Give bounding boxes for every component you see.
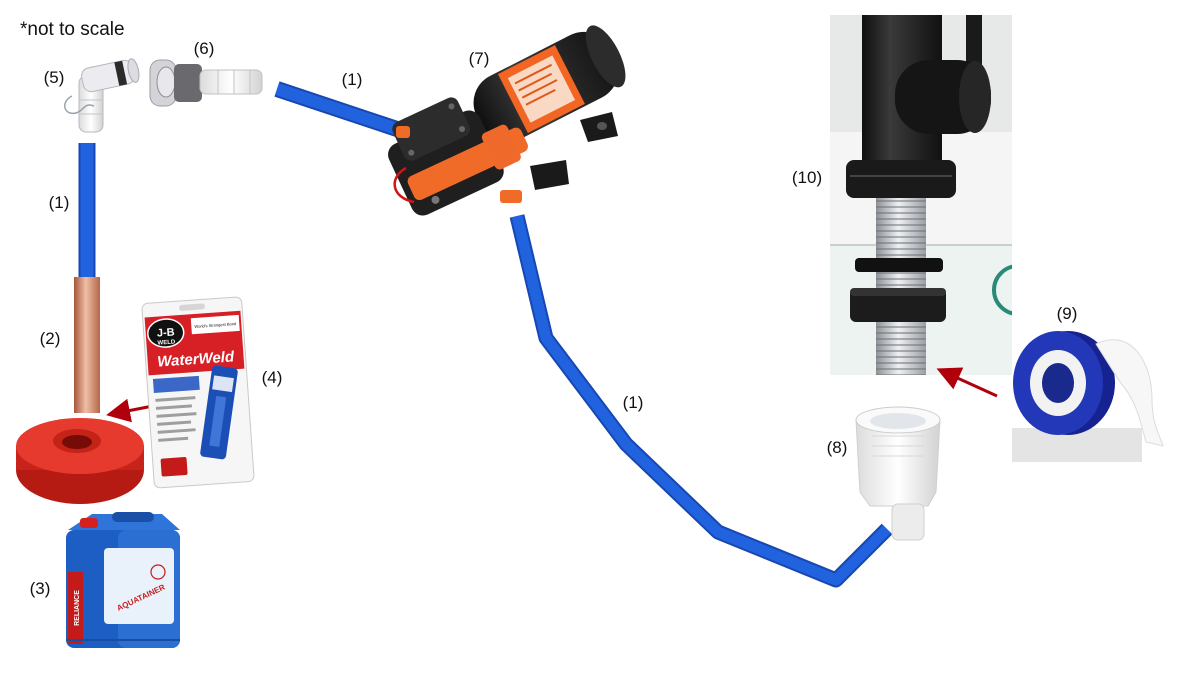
jb-weld-logo [147, 318, 185, 348]
fitting-hex [174, 64, 202, 102]
tape-hole [1042, 363, 1074, 403]
red-tank-cap [16, 418, 144, 504]
package-text-line [158, 436, 189, 442]
pump-foot-lower [530, 160, 569, 190]
jb-logo-text: J-B [156, 326, 175, 339]
elbow-black-band [114, 60, 128, 86]
jb-weld-text: WELD [157, 339, 176, 346]
label-copper-pipe: (2) [40, 329, 61, 348]
package-text-line [156, 412, 197, 418]
reliance-banner [68, 572, 83, 644]
faucet-rod-threads [876, 198, 926, 375]
water-container: AQUATAINER RELIANCE [66, 512, 180, 648]
faucet-photo [830, 15, 1012, 375]
cap-hole [62, 435, 92, 449]
waterweld-package: J-B WELD World's Strongest Bond WaterWel… [141, 296, 255, 489]
adapter-nozzle [891, 503, 925, 541]
label-water-weld: (4) [262, 368, 283, 387]
package-text-line [156, 420, 192, 426]
elbow-horizontal-part [81, 58, 140, 93]
container-label-seal [150, 564, 166, 580]
container-handle [112, 512, 154, 522]
pump-wire [393, 166, 415, 204]
tube-top [275, 83, 405, 137]
label-tape: (9) [1057, 304, 1078, 323]
slogan-text: World's Strongest Bond [194, 321, 236, 329]
pump-head [388, 97, 528, 216]
elbow-end-ring [127, 58, 140, 83]
package-text-line [155, 396, 196, 402]
not-to-scale-note: *not to scale [20, 19, 125, 40]
pump-foot-hole [597, 122, 607, 130]
package-badge [160, 457, 188, 477]
faucet-handle-cap [959, 61, 991, 133]
elbow-wire-hook [64, 95, 95, 115]
teflon-tape-photo [1012, 328, 1165, 462]
pump-inlet-port [396, 126, 410, 138]
waterweld-stick [200, 365, 238, 460]
label-pump: (7) [469, 49, 490, 68]
label-fitting: (6) [194, 39, 215, 58]
fitting-barb [199, 69, 263, 95]
adapter-opening [870, 413, 926, 429]
label-elbow: (5) [44, 68, 65, 87]
package-hanger [179, 303, 205, 311]
package-text-line [155, 404, 192, 410]
label-faucet: (10) [792, 168, 822, 187]
container-cap [80, 518, 98, 528]
package-text-line [157, 428, 196, 434]
label-tube-long: (1) [623, 393, 644, 412]
waterweld-text: WaterWeld [157, 348, 236, 370]
faucet-washer [850, 288, 946, 322]
arrow-tape-to-faucet [936, 367, 998, 398]
slogan-box [190, 314, 240, 335]
gear-icon [992, 264, 1012, 316]
pump-motor [473, 25, 626, 142]
faucet-nut [855, 258, 943, 272]
label-container: (3) [30, 579, 51, 598]
faucet-washer-rim [850, 288, 946, 296]
barbed-fitting [149, 59, 263, 107]
pump-outlet-port [500, 190, 522, 203]
faucet-lever [966, 15, 982, 71]
tape-strand [1095, 339, 1164, 447]
label-tube-left: (1) [49, 193, 70, 212]
tube-long [511, 214, 891, 586]
faucet-adapter [855, 406, 941, 541]
copper-pipe [74, 277, 100, 413]
elbow-fitting [64, 58, 140, 133]
fitting-hole [156, 66, 176, 98]
water-pump [388, 25, 626, 216]
reliance-text: RELIANCE [74, 590, 81, 626]
label-adapter: (8) [827, 438, 848, 457]
container-label [104, 548, 174, 624]
faucet-flange [846, 160, 956, 198]
label-tube-top: (1) [342, 70, 363, 89]
package-blue-strip [152, 375, 200, 394]
